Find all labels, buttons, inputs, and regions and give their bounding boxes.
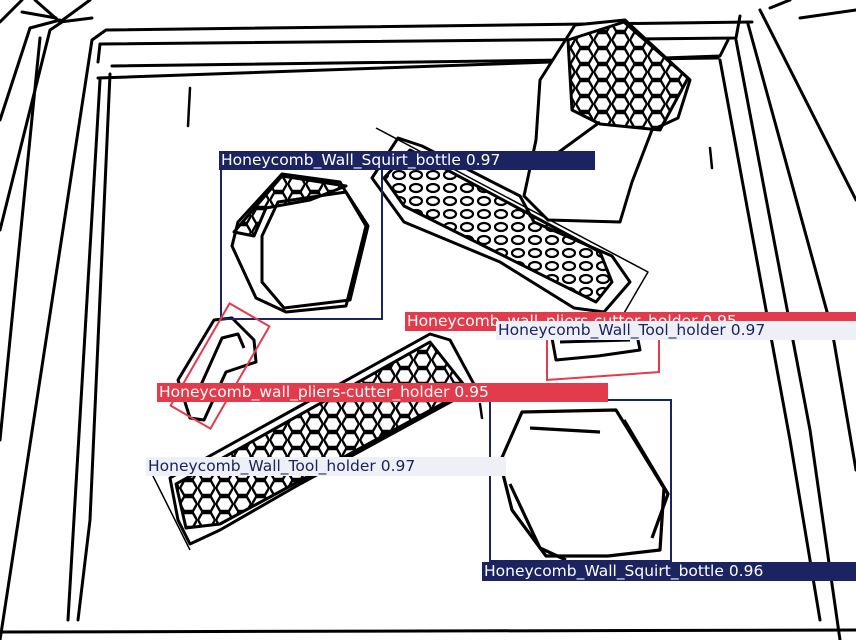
slotted-tool-holder [370, 127, 649, 321]
hexagon-cup-top [230, 172, 370, 314]
label-tool-holder-right: Honeycomb_Wall_Tool_holder 0.97 [496, 321, 856, 340]
hexagon-cup-bottom [498, 408, 670, 562]
sketch-marks [186, 86, 714, 420]
label-tool-holder-left: Honeycomb_Wall_Tool_holder 0.97 [146, 457, 506, 476]
pliers-cutter-holder-right [550, 329, 642, 362]
bbox-squirt-bottle-bottom [489, 399, 672, 562]
bbox-squirt-bottle-top [220, 168, 383, 320]
label-pliers-holder-left: Honeycomb_wall_pliers-cutter_holder 0.95 [157, 383, 608, 402]
label-squirt-bottle-top: Honeycomb_Wall_Squirt_bottle 0.97 [219, 151, 595, 170]
label-squirt-bottle-bottom: Honeycomb_Wall_Squirt_bottle 0.96 [482, 562, 856, 581]
squirt-bottle-upright [522, 18, 692, 224]
